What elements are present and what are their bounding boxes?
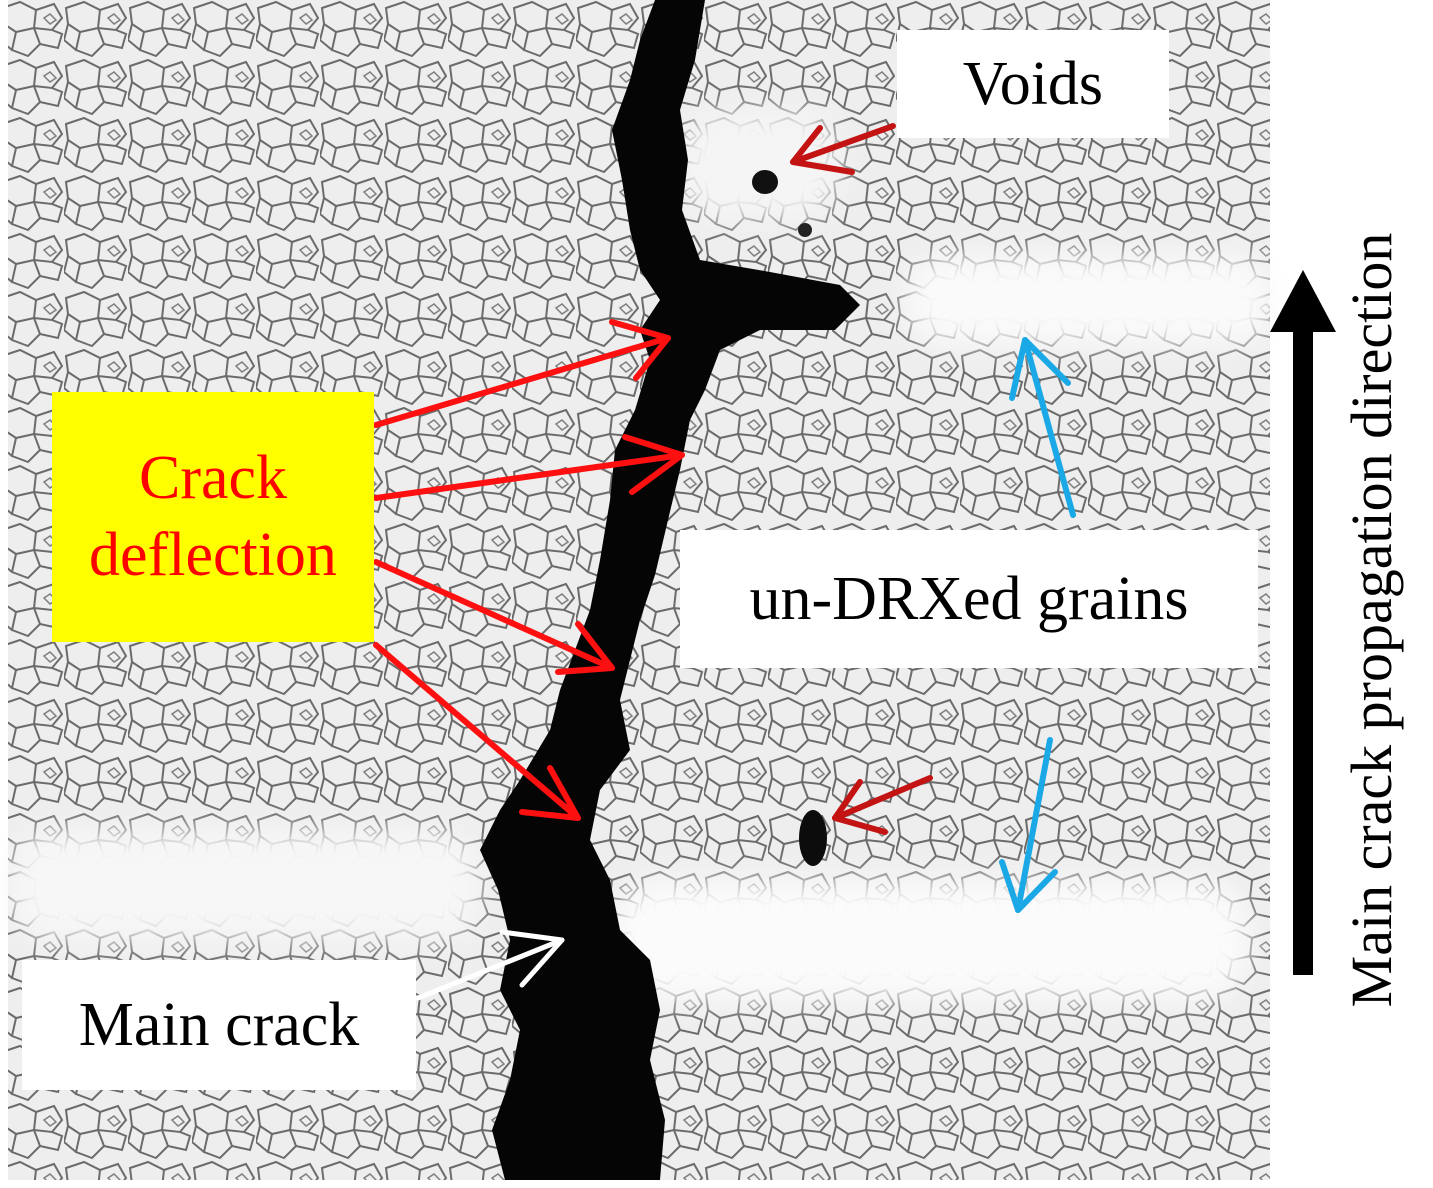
grain-arrows bbox=[999, 337, 1076, 913]
propagation-direction-label: Main crack propagation direction bbox=[1339, 232, 1404, 1008]
undrx-grains-label: un-DRXed grains bbox=[680, 530, 1258, 668]
void-3 bbox=[799, 810, 827, 866]
propagation-direction-arrow bbox=[1270, 270, 1336, 975]
void-1 bbox=[752, 170, 778, 194]
crack-deflection-label-line2: deflection bbox=[89, 521, 337, 589]
void-arrows bbox=[790, 123, 933, 835]
main-crack bbox=[480, 0, 860, 1180]
voids-label: Voids bbox=[897, 30, 1169, 138]
crack-deflection-label: Crack deflection bbox=[52, 392, 374, 642]
undrx-grain-bands bbox=[10, 110, 1275, 1000]
crack-deflection-arrows bbox=[373, 319, 685, 821]
main-crack-label: Main crack bbox=[22, 960, 416, 1090]
void-2 bbox=[798, 223, 812, 237]
crack-deflection-label-line1: Crack bbox=[138, 443, 288, 512]
main-crack-arrow bbox=[415, 929, 565, 1001]
